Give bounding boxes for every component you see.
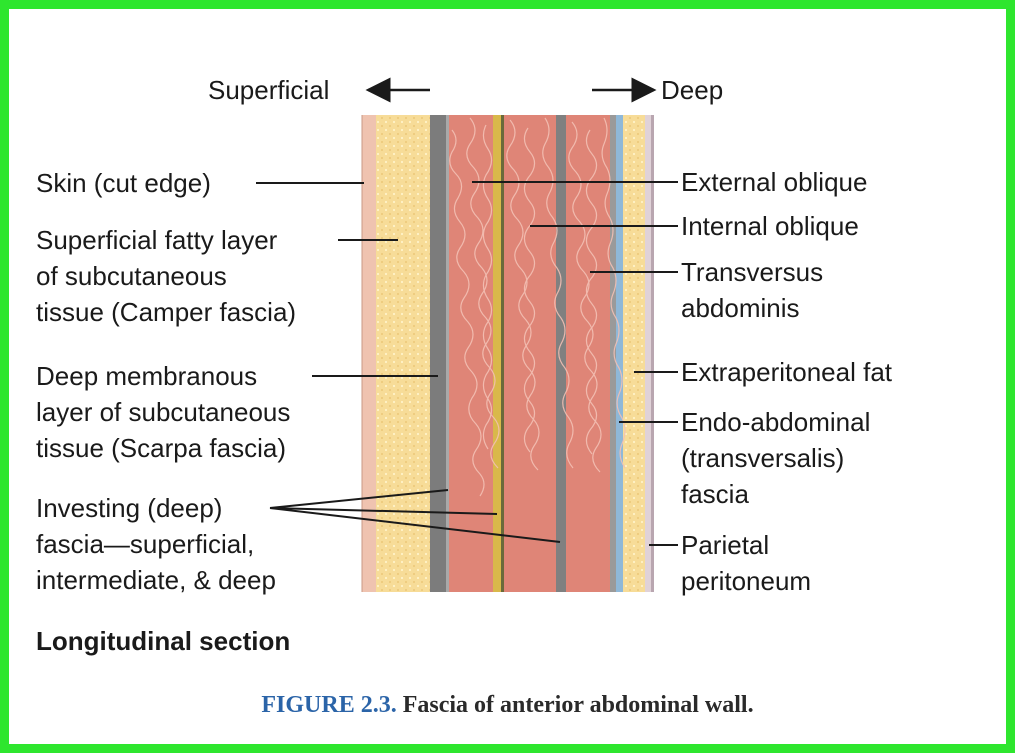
label-transversus-abdominis: Transversus abdominis xyxy=(681,254,823,326)
section-title: Longitudinal section xyxy=(36,626,290,657)
figure-caption: FIGURE 2.3. Fascia of anterior abdominal… xyxy=(0,692,1015,719)
scarpa-membrane-layer xyxy=(430,115,446,592)
label-investing-fascia: Investing (deep) fascia—superficial, int… xyxy=(36,490,276,598)
external-oblique-muscle xyxy=(449,115,493,592)
label-camper-fascia: Superficial fatty layer of subcutaneous … xyxy=(36,222,296,330)
label-internal-oblique: Internal oblique xyxy=(681,208,859,244)
internal-oblique-muscle xyxy=(504,115,556,592)
label-extraperitoneal-fat: Extraperitoneal fat xyxy=(681,354,892,390)
deep-label: Deep xyxy=(661,72,723,108)
label-external-oblique: External oblique xyxy=(681,164,867,200)
figure-caption-text: Fascia of anterior abdominal wall. xyxy=(403,692,754,718)
label-scarpa-fascia: Deep membranous layer of subcutaneous ti… xyxy=(36,358,290,466)
label-parietal-peritoneum: Parietal peritoneum xyxy=(681,527,811,599)
transversalis-fascia xyxy=(616,115,623,592)
figure-number: FIGURE 2.3. xyxy=(261,692,396,718)
label-endo-abdominal-fascia: Endo-abdominal (transversalis) fascia xyxy=(681,404,870,512)
parietal-peritoneum xyxy=(645,115,651,592)
investing-fascia-superficial xyxy=(493,115,501,592)
tissue-layers xyxy=(362,115,654,592)
superficial-label: Superficial xyxy=(208,72,329,108)
investing-fascia-intermediate xyxy=(556,115,566,592)
label-skin: Skin (cut edge) xyxy=(36,165,211,201)
transversus-muscle xyxy=(566,115,610,592)
extraperitoneal-fat xyxy=(623,115,645,592)
